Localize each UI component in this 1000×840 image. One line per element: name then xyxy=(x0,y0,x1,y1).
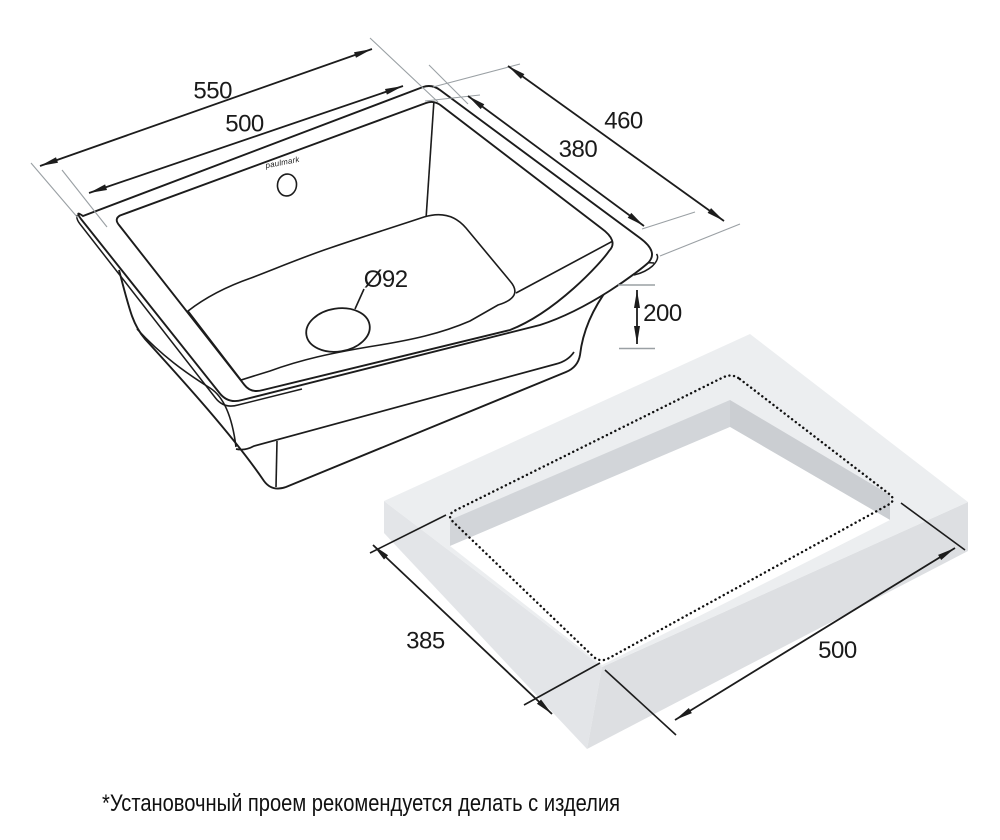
svg-text:385: 385 xyxy=(406,627,445,654)
svg-text:500: 500 xyxy=(225,110,264,137)
svg-text:500: 500 xyxy=(818,637,857,664)
svg-text:550: 550 xyxy=(193,77,232,104)
svg-text:380: 380 xyxy=(559,136,598,163)
svg-text:460: 460 xyxy=(604,108,643,135)
svg-text:200: 200 xyxy=(643,300,682,327)
svg-text:*Установочный проем рекомендуе: *Установочный проем рекомендуется делать… xyxy=(102,790,620,817)
svg-text:Ø92: Ø92 xyxy=(364,266,408,293)
